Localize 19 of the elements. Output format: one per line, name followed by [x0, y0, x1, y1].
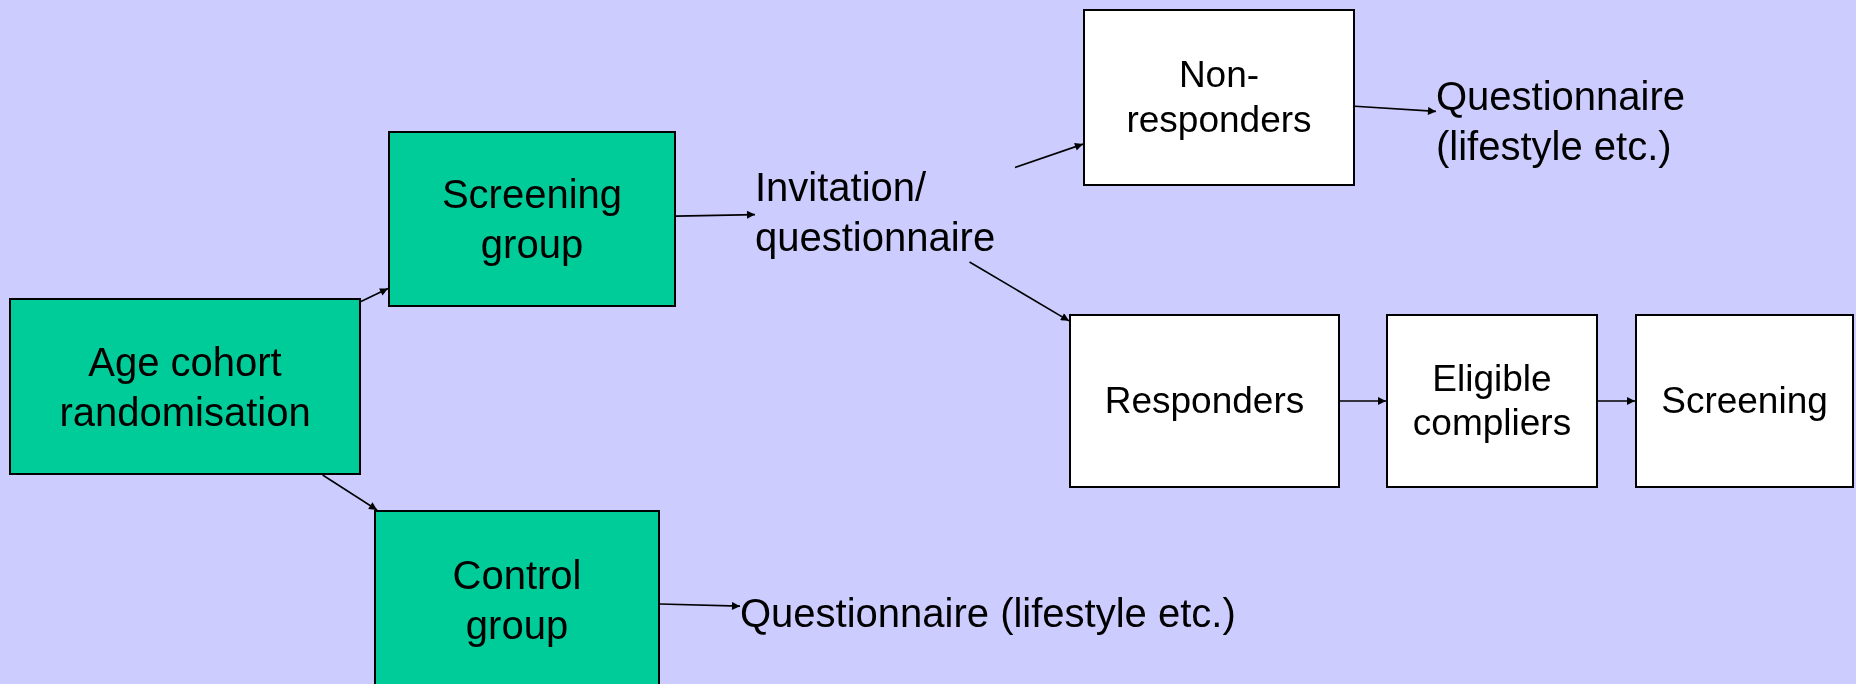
arrow: [675, 210, 756, 219]
arrow: [321, 474, 378, 511]
process-box: Age cohort randomisation: [9, 298, 361, 475]
step-text: Questionnaire (lifestyle etc.): [740, 588, 1240, 638]
process-box: Eligible compliers: [1386, 314, 1598, 488]
arrow: [1597, 397, 1636, 405]
process-box: Screening group: [388, 131, 676, 307]
process-box: Control group: [374, 510, 660, 684]
step-text: Invitation/ questionnaire: [755, 162, 1015, 262]
process-box: Screening: [1635, 314, 1854, 488]
arrow: [1014, 142, 1084, 169]
arrow: [1339, 397, 1387, 405]
step-text: Questionnaire (lifestyle etc.): [1436, 71, 1736, 171]
arrow: [968, 261, 1070, 322]
arrow: [659, 601, 741, 610]
arrow: [1354, 105, 1437, 115]
process-box: Non-responders: [1083, 9, 1355, 186]
process-box: Responders: [1069, 314, 1340, 488]
arrow: [360, 287, 389, 303]
